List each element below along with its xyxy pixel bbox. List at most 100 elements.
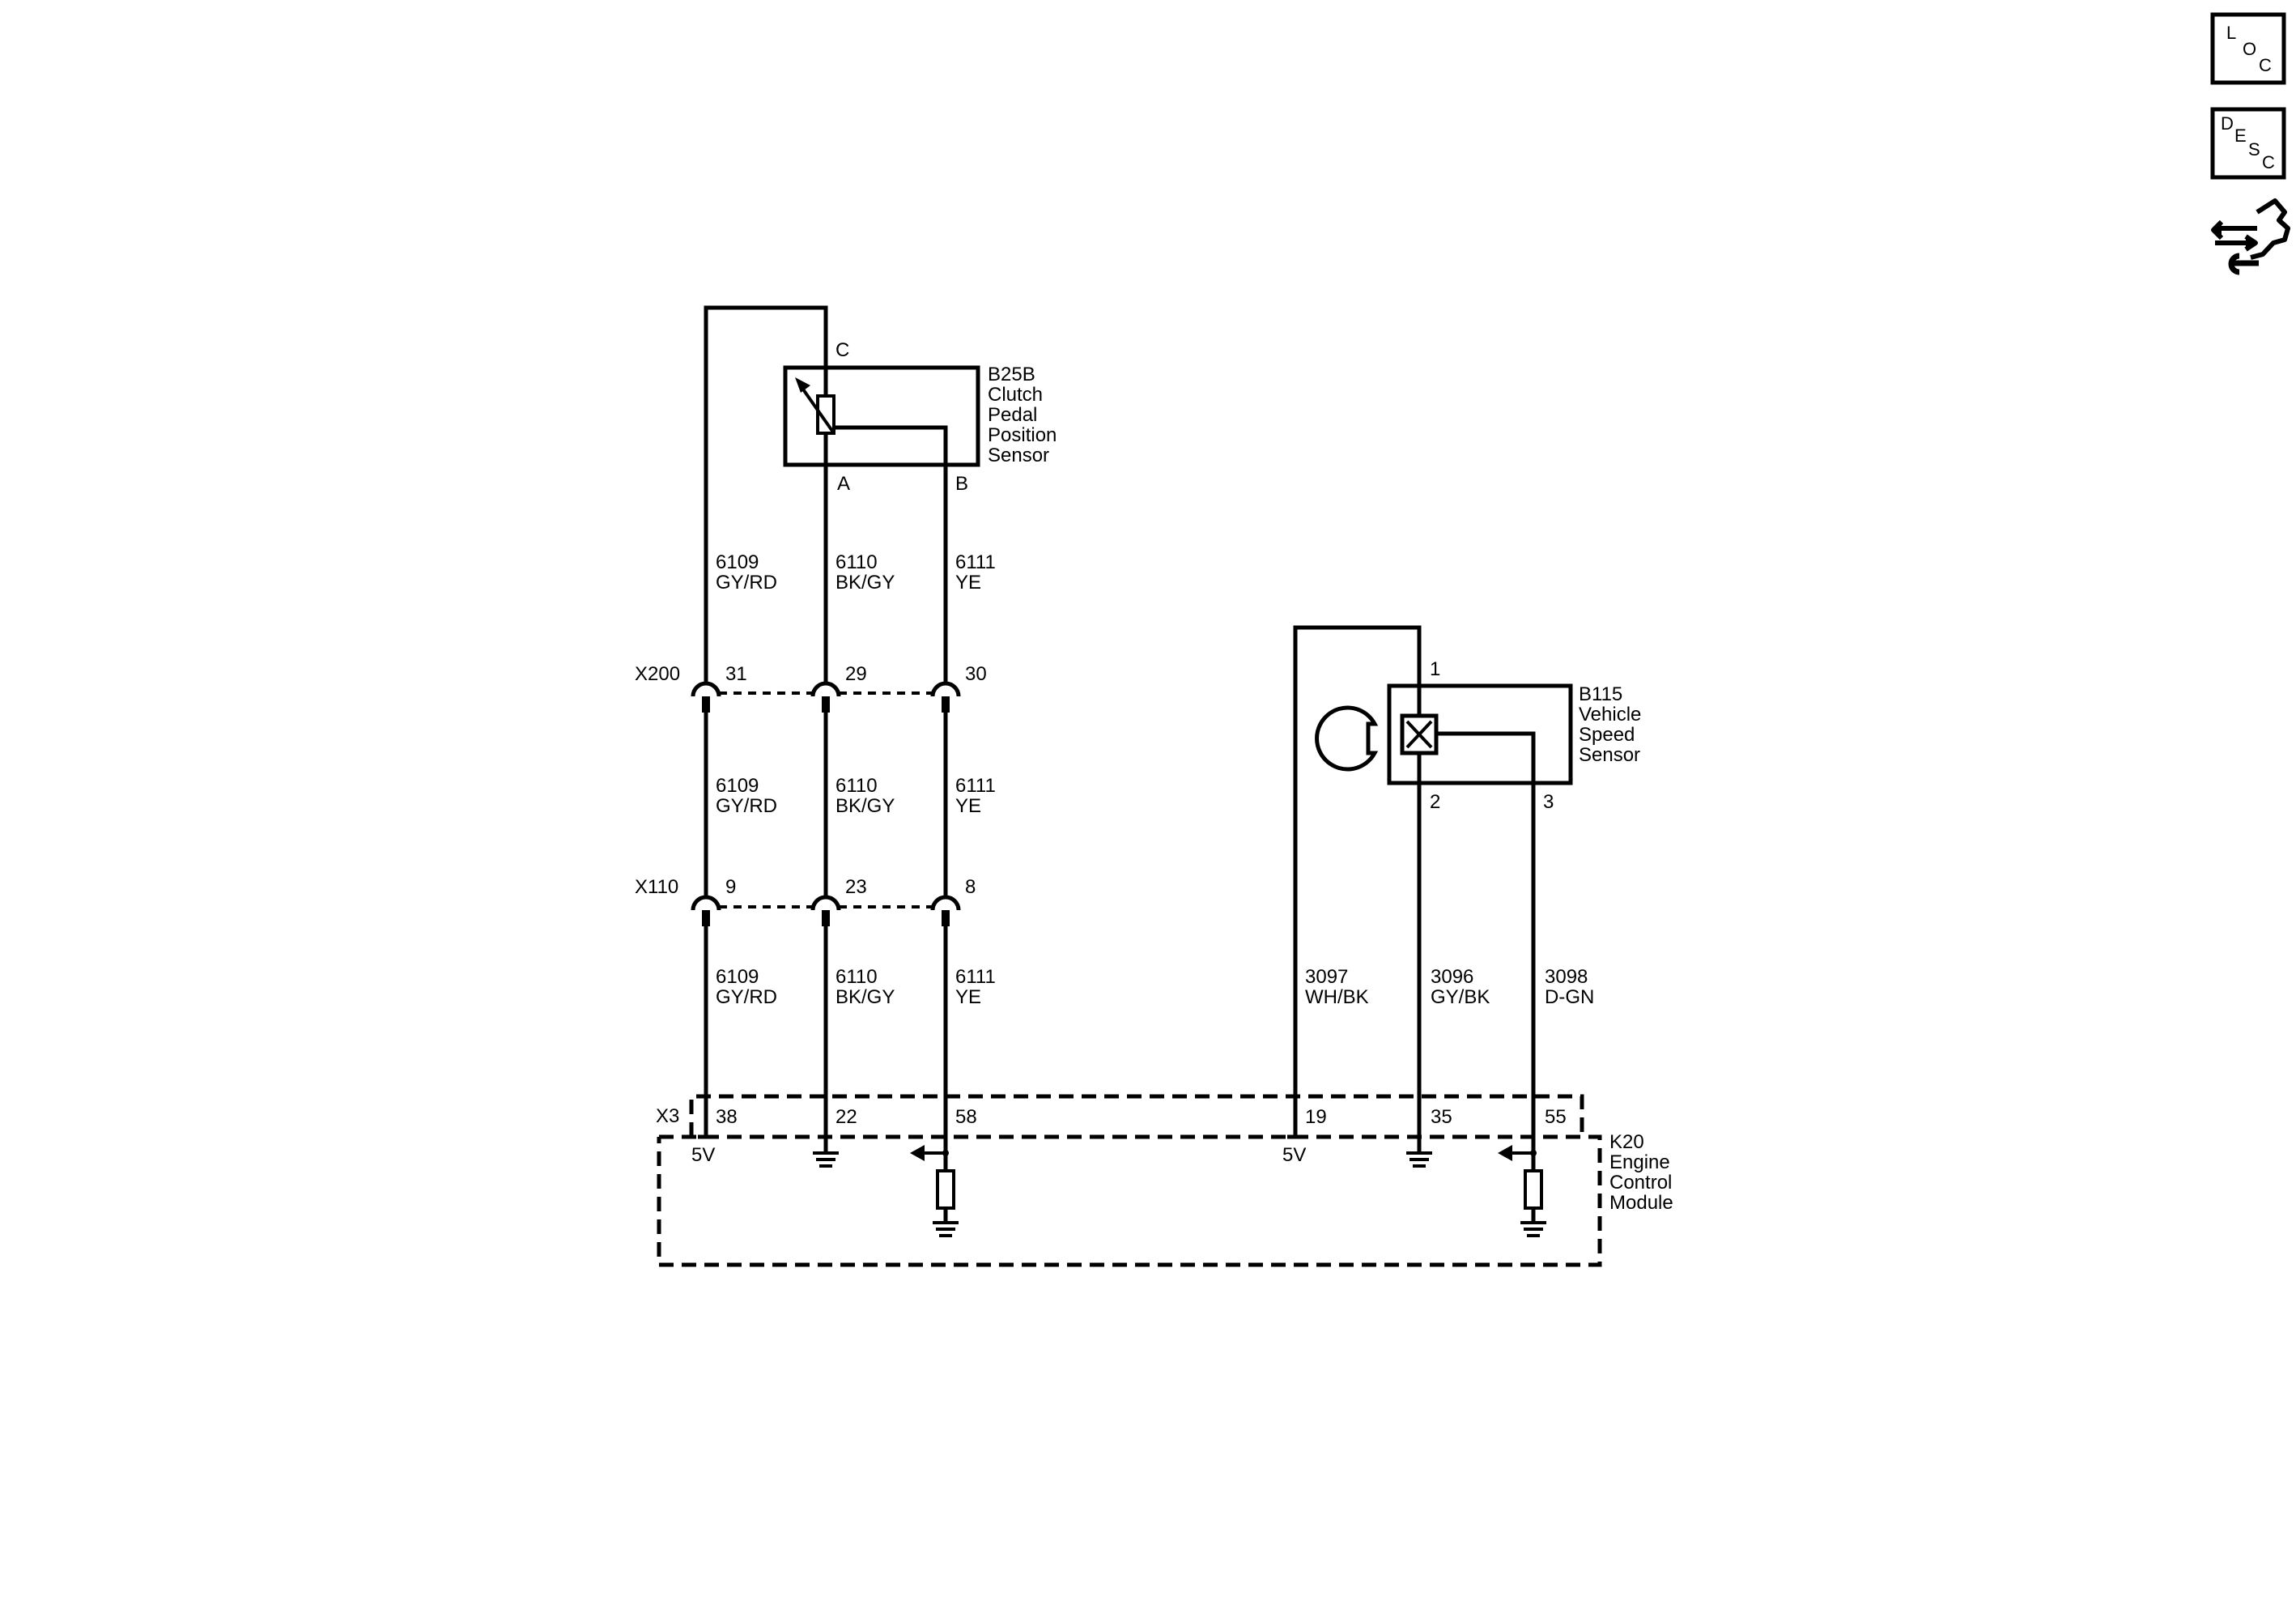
x200-pin-30: 30 (965, 663, 987, 685)
description-icon[interactable]: D E S C (2210, 107, 2286, 180)
desc-letter-s: S (2248, 139, 2260, 160)
pull-down-resistor (936, 1169, 955, 1210)
wire-label-6109-circuit-upper: 6109 (716, 551, 759, 573)
wire-label-6110-circuit-upper: 6110 (835, 551, 878, 573)
k20-module-outline (657, 1134, 1602, 1267)
b25b-label-id: B25B (988, 364, 1035, 385)
b115-tone-wheel-symbol (1315, 705, 1379, 772)
x3-pin-38: 38 (716, 1106, 738, 1128)
b25b-wiper-arrow (800, 385, 835, 435)
x3-pin-35: 35 (1431, 1106, 1452, 1128)
ground-icon (813, 1151, 839, 1168)
wire-label-6109-color-upper: GY/RD (716, 572, 777, 594)
desc-letter-d: D (2221, 113, 2234, 134)
b25b-pin-a: A (837, 473, 850, 495)
x3-label: X3 (656, 1105, 679, 1127)
b25b-label-line3: Position (988, 424, 1057, 446)
b115-pin-2: 2 (1430, 791, 1440, 813)
wire-labels-middle: 6109 GY/RD 6110 BK/GY 6111 YE (716, 775, 996, 817)
b115-vehicle-speed-sensor: B115 Vehicle Speed Sensor 1 2 3 (1315, 658, 1641, 813)
x200-pin-31: 31 (725, 663, 747, 685)
k20-label-line2: Control (1609, 1172, 1672, 1194)
wire-3097 (1293, 625, 1422, 1137)
vehicle-service-icon[interactable] (2211, 198, 2290, 275)
wire-label-6110-color-lower: BK/GY (835, 986, 895, 1008)
x3-pin-55: 55 (1545, 1106, 1567, 1128)
desc-letter-e: E (2234, 126, 2247, 146)
x110-pin-9: 9 (725, 876, 736, 898)
x200-label: X200 (635, 663, 680, 685)
ground-icon (1520, 1221, 1546, 1237)
b115-label-line2: Speed (1579, 724, 1635, 746)
wire-label-6111-color-upper: YE (955, 572, 981, 594)
ground-icon (1406, 1151, 1432, 1168)
wire-label-6110-circuit-lower: 6110 (835, 966, 878, 988)
wire-label-3097-circuit: 3097 (1305, 966, 1348, 988)
b25b-pin-b: B (955, 473, 968, 495)
k20-5v-reference-left: 5V (691, 1144, 715, 1166)
wire-label-6109-color-lower: GY/RD (716, 986, 777, 1008)
b115-pin-1: 1 (1430, 658, 1440, 680)
x3-pin-19: 19 (1305, 1106, 1327, 1128)
wire-label-3096-color: GY/BK (1431, 986, 1490, 1008)
clutch-sensor-wires (704, 305, 948, 1151)
x110-pin-23: 23 (845, 876, 867, 898)
b115-label-line3: Sensor (1579, 744, 1640, 766)
b25b-label-line2: Pedal (988, 404, 1037, 426)
wire-label-6111-color-middle: YE (955, 795, 981, 817)
b25b-clutch-pedal-position-sensor: B25B Clutch Pedal Position Sensor C A B (783, 339, 1057, 495)
x3-pin-58: 58 (955, 1106, 977, 1128)
wire-label-3097-color: WH/BK (1305, 986, 1369, 1008)
wire-label-6110-color-upper: BK/GY (835, 572, 895, 594)
arrow-left-icon (1498, 1145, 1512, 1161)
b25b-label-line1: Clutch (988, 384, 1043, 406)
arrow-left-icon (910, 1145, 925, 1161)
ground-icon (933, 1221, 959, 1237)
vss-wires (1293, 625, 1536, 1151)
desc-letter-c: C (2262, 152, 2275, 172)
wire-6109-top-loop (704, 305, 828, 683)
wire-label-6109-circuit-lower: 6109 (716, 966, 759, 988)
b115-pin-3: 3 (1543, 791, 1554, 813)
b25b-pin-c: C (835, 339, 849, 361)
wire-label-6111-color-lower: YE (955, 986, 981, 1008)
k20-label-line3: Module (1609, 1192, 1673, 1214)
wire-label-6111-circuit-upper: 6111 (955, 551, 996, 573)
wire-label-6111-circuit-lower: 6111 (955, 966, 996, 988)
x110-label: X110 (635, 876, 678, 898)
wire-label-3098-circuit: 3098 (1545, 966, 1588, 988)
wire-labels-vss: 3097 WH/BK 3096 GY/BK 3098 D-GN (1305, 966, 1594, 1008)
k20-label-id: K20 (1609, 1131, 1644, 1153)
b25b-component-box (783, 365, 980, 467)
b115-label-id: B115 (1579, 683, 1622, 705)
wire-label-6111-circuit-middle: 6111 (955, 775, 996, 797)
x3-connector-outline (689, 1094, 1584, 1137)
pull-down-resistor (1524, 1169, 1543, 1210)
wire-label-3098-color: D-GN (1545, 986, 1594, 1008)
wire-labels-lower: 6109 GY/RD 6110 BK/GY 6111 YE (716, 966, 996, 1008)
wire-label-6110-color-middle: BK/GY (835, 795, 895, 817)
location-icon[interactable]: L O C (2210, 12, 2286, 85)
wire-label-6110-circuit-middle: 6110 (835, 775, 878, 797)
loc-letter-l: L (2226, 23, 2236, 43)
wire-label-6109-color-middle: GY/RD (716, 795, 777, 817)
b115-label-line1: Vehicle (1579, 704, 1641, 726)
loc-letter-c: C (2259, 55, 2272, 75)
k20-engine-control-module: X3 K20 Engine Control Module 38 22 58 19… (656, 1094, 1673, 1267)
k20-5v-reference-right: 5V (1282, 1144, 1306, 1166)
x3-pin-22: 22 (835, 1106, 857, 1128)
loc-letter-o: O (2243, 39, 2256, 59)
connector-x200: X200 31 29 30 (635, 663, 987, 713)
b25b-label-line4: Sensor (988, 445, 1049, 466)
wire-label-6109-circuit-middle: 6109 (716, 775, 759, 797)
wire-labels-upper: 6109 GY/RD 6110 BK/GY 6111 YE (716, 551, 996, 594)
b115-component-box (1387, 683, 1573, 785)
k20-label-line1: Engine (1609, 1151, 1670, 1173)
signal-input-58 (910, 1145, 959, 1237)
x110-pin-8: 8 (965, 876, 976, 898)
signal-input-55 (1498, 1145, 1546, 1237)
wire-label-3096-circuit: 3096 (1431, 966, 1473, 988)
connector-x110: X110 9 23 8 (635, 876, 976, 926)
x200-pin-29: 29 (845, 663, 867, 685)
